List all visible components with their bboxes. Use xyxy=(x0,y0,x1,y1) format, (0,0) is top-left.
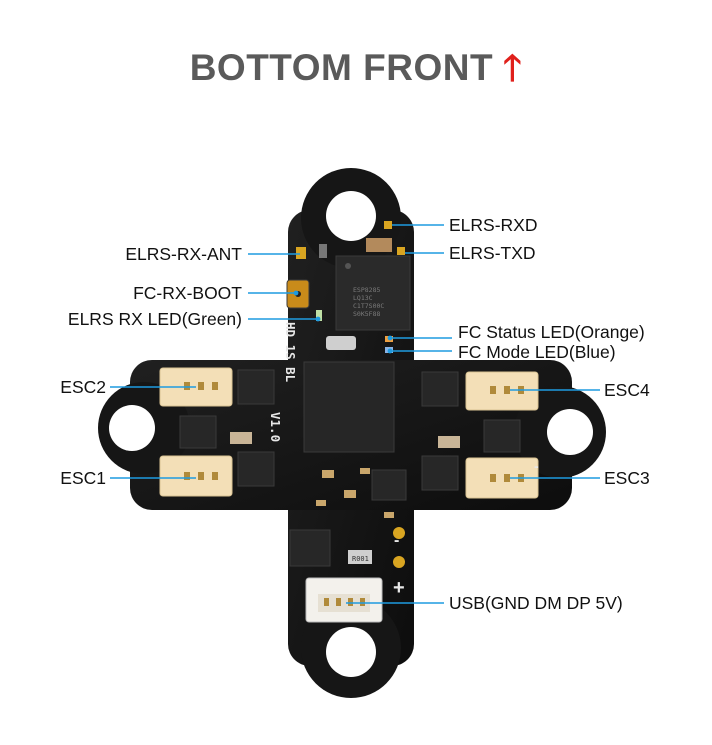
elrs-txd-pad xyxy=(397,247,405,255)
label-elrs-txd: ELRS-TXD xyxy=(449,243,536,263)
label-fc-rx-boot: FC-RX-BOOT xyxy=(133,283,242,303)
silkscreen-model: HD 1S BL xyxy=(283,322,298,383)
title-text: BOTTOM FRONT xyxy=(189,47,494,88)
up-arrow-icon: 🡑 xyxy=(503,47,523,88)
chip-text-3: C1T7S00C xyxy=(353,302,384,310)
mount-hole-left xyxy=(109,405,155,451)
crystal xyxy=(326,336,356,350)
crystal-marking: R001 xyxy=(352,555,369,563)
elrs-module: ESP8285 LQ13C C1T7S00C S0K5F88 xyxy=(335,238,411,331)
label-elrs-rx-led: ELRS RX LED(Green) xyxy=(67,309,242,329)
label-esc1: ESC1 xyxy=(60,468,106,488)
polarity-plus: + xyxy=(393,577,405,599)
label-elrs-rxd: ELRS-RXD xyxy=(449,215,538,235)
power-pad-positive xyxy=(393,556,405,568)
elrs-rx-led xyxy=(316,310,322,321)
label-elrs-rx-ant: ELRS-RX-ANT xyxy=(125,244,242,264)
mount-hole-right xyxy=(547,409,593,455)
polarity-minus: - xyxy=(394,532,399,549)
leader-lines xyxy=(110,224,600,604)
small-chip xyxy=(366,238,392,252)
page-title: BOTTOM FRONT🡑 xyxy=(0,42,712,103)
chip-text-4: S0K5F88 xyxy=(353,310,380,318)
mount-hole-bottom xyxy=(326,627,376,677)
esc3-polarity-mark: - xyxy=(534,458,539,474)
silkscreen-version: V1.0 xyxy=(268,412,283,442)
power-pad-negative xyxy=(393,527,405,539)
elrs-rx-ant-pad xyxy=(296,247,306,259)
mosfets xyxy=(179,369,521,567)
label-usb: USB(GND DM DP 5V) xyxy=(449,593,623,613)
label-esc2: ESC2 xyxy=(60,377,106,397)
label-fc-mode-led: FC Mode LED(Blue) xyxy=(458,342,616,362)
chip-text-1: ESP8285 xyxy=(353,286,380,294)
elrs-rxd-pad xyxy=(384,221,392,229)
label-fc-status-led: FC Status LED(Orange) xyxy=(458,322,645,342)
chip-text-2: LQ13C xyxy=(353,294,373,302)
leader-dots xyxy=(293,290,393,354)
label-esc4: ESC4 xyxy=(604,380,650,400)
mount-hole-top xyxy=(326,191,376,241)
label-esc3: ESC3 xyxy=(604,468,650,488)
passive-components: R001 xyxy=(230,432,460,564)
mcu-chip xyxy=(303,361,395,453)
usb-connector xyxy=(305,577,383,623)
